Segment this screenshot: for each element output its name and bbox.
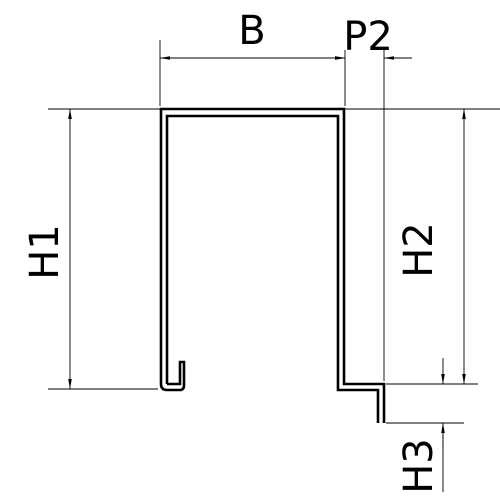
- dimension-h3-label: H3: [396, 438, 442, 494]
- dimension-p2-label: P2: [343, 14, 393, 60]
- dimension-h2-label: H2: [396, 222, 442, 278]
- dimension-lines: [68, 56, 466, 492]
- dimension-h1-label: H1: [22, 224, 68, 280]
- profile-outline: [159, 107, 386, 423]
- extension-lines: [48, 40, 500, 424]
- dimension-b-label: B: [238, 8, 265, 54]
